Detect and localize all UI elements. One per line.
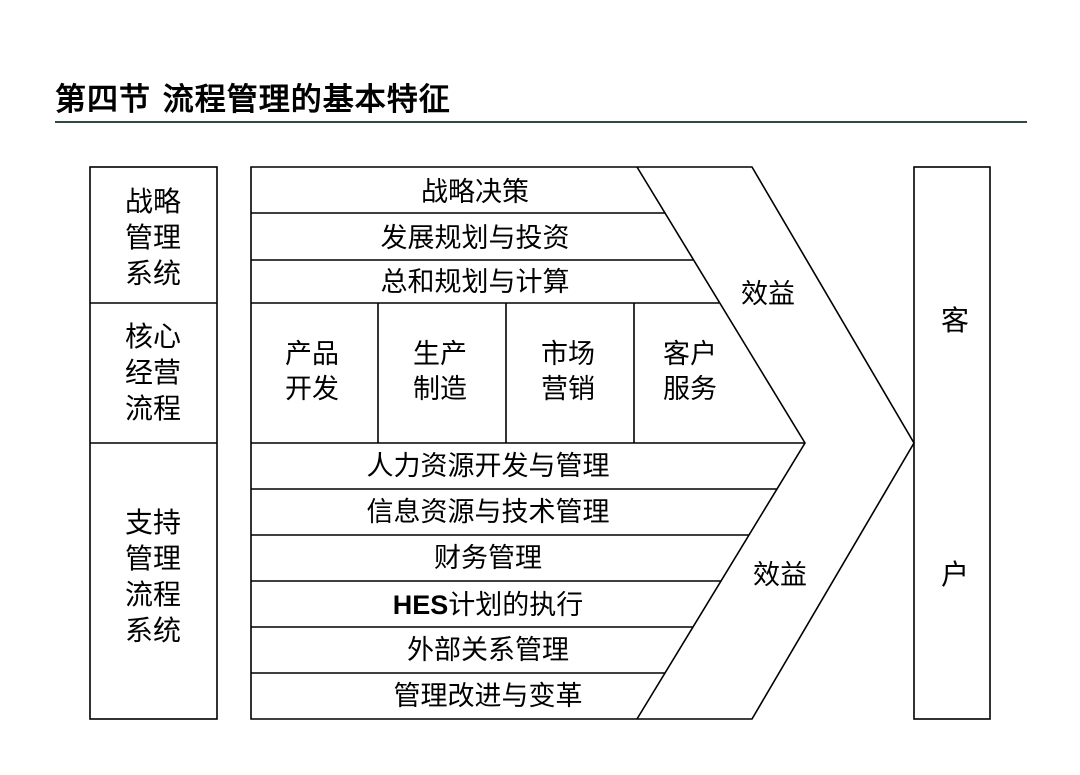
core-cell-marketing-2: 营销 [541,374,595,405]
left-label-strategy-2: 管理 [125,221,181,254]
core-cell-marketing-1: 市场 [541,339,595,370]
benefit-label-bottom: 效益 [753,560,807,591]
left-label-core-2: 经营 [125,356,181,389]
customer-box [913,166,991,720]
support-row-hr: 人力资源开发与管理 [367,451,610,482]
strategy-row-planning-investment: 发展规划与投资 [381,223,570,254]
strategy-row-planning-calculation: 总和规划与计算 [381,267,570,298]
customer-label-2: 户 [941,558,969,591]
support-row-info-tech: 信息资源与技术管理 [367,497,610,528]
customer-label-1: 客 [941,304,969,337]
core-cell-service-2: 服务 [663,374,717,405]
core-cell-manufacturing-2: 制造 [413,374,467,405]
support-row-improvement: 管理改进与变革 [394,681,583,712]
left-label-core-1: 核心 [125,320,181,353]
core-cell-service-1: 客户 [663,339,717,370]
support-row-external: 外部关系管理 [407,635,569,666]
strategy-row-decision: 战略决策 [421,177,529,208]
page-title: 第四节 流程管理的基本特征 [55,82,451,118]
left-label-strategy-3: 系统 [125,257,181,290]
core-cell-product-2: 开发 [285,374,339,405]
benefit-label-top: 效益 [741,279,795,310]
left-label-support-1: 支持 [125,506,181,539]
left-label-support-3: 流程 [125,578,181,611]
title-divider [55,121,1027,123]
left-label-support-2: 管理 [125,542,181,575]
core-cell-product-1: 产品 [285,339,339,370]
left-label-support-4: 系统 [125,614,181,647]
left-label-core-3: 流程 [125,392,181,425]
core-cell-manufacturing-1: 生产 [413,339,467,370]
hes-rest: 计划的执行 [448,590,583,621]
support-row-finance: 财务管理 [434,543,542,574]
left-label-strategy-1: 战略 [125,185,181,218]
support-row-hes: HES计划的执行 [393,590,584,621]
hes-prefix: HES [393,590,449,620]
